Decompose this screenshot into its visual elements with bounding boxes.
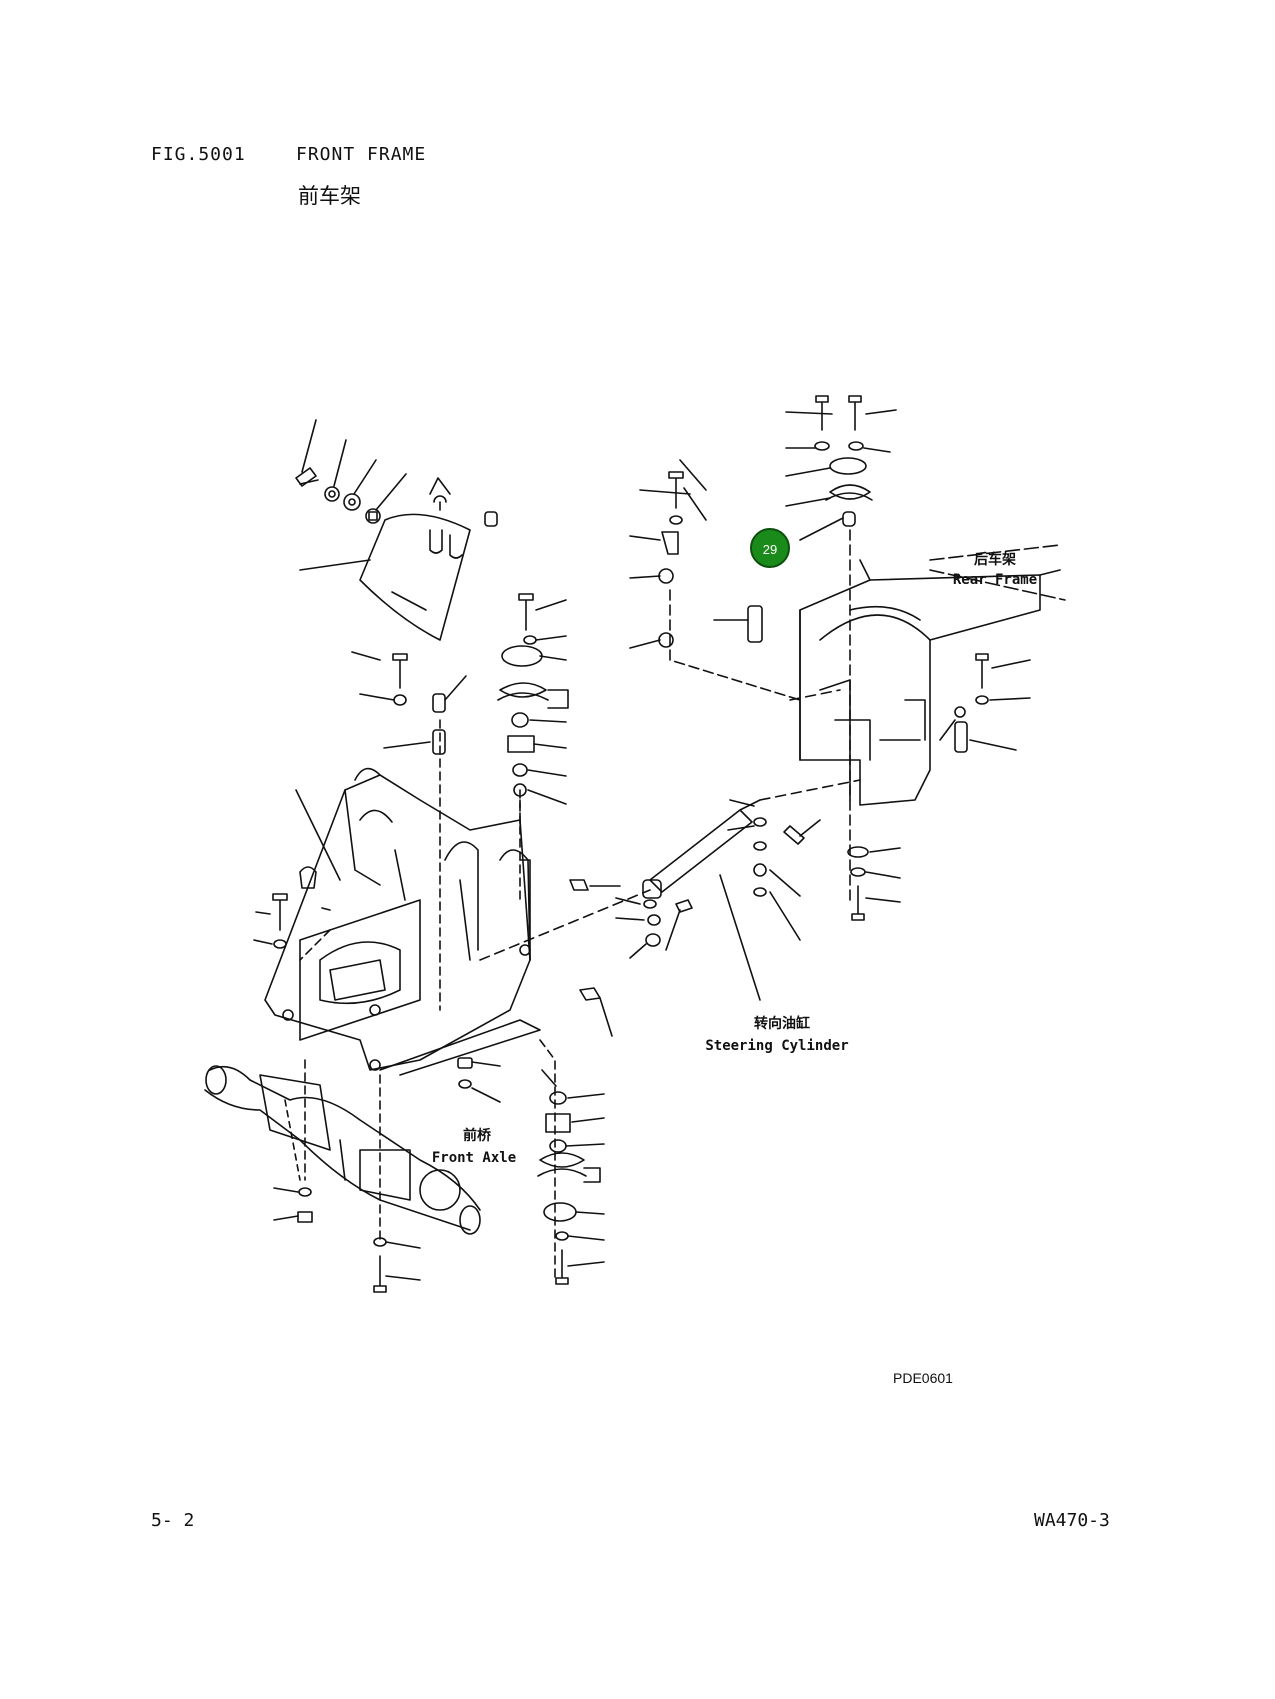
front-lower-pin-stack	[537, 1069, 605, 1285]
front-axle-label-en: Front Axle	[432, 1150, 516, 1166]
figure-title-cn: 前车架	[298, 184, 361, 208]
rear-pin-stack	[785, 395, 897, 901]
figure-title: FRONT FRAME	[296, 144, 427, 165]
callout-number: 29	[763, 542, 777, 557]
steering-cylinder-drawing	[479, 779, 861, 1037]
front-axle-label-cn: 前桥	[463, 1127, 492, 1144]
rear-frame-label-cn: 后车架	[974, 551, 1016, 568]
steering-mount-left-stack	[629, 459, 801, 701]
front-left-small-hardware	[253, 419, 498, 949]
part-callout-29[interactable]: 29	[750, 528, 790, 568]
rear-right-hardware	[847, 653, 1031, 921]
front-frame-drawing	[264, 719, 556, 1281]
page-number: 5- 2	[151, 1510, 195, 1531]
front-upper-pin-stack	[497, 593, 569, 901]
rear-frame-drawing	[789, 544, 1066, 806]
rear-frame-label-en: Rear Frame	[953, 572, 1037, 588]
steering-cylinder-label-en: Steering Cylinder	[705, 1038, 848, 1054]
drawing-code: PDE0601	[893, 1370, 953, 1386]
front-axle-drawing	[204, 1057, 501, 1293]
figure-number: FIG.5001	[151, 144, 246, 165]
steering-cylinder-label-cn: 转向油缸	[754, 1015, 810, 1032]
model-code: WA470-3	[1034, 1510, 1110, 1531]
